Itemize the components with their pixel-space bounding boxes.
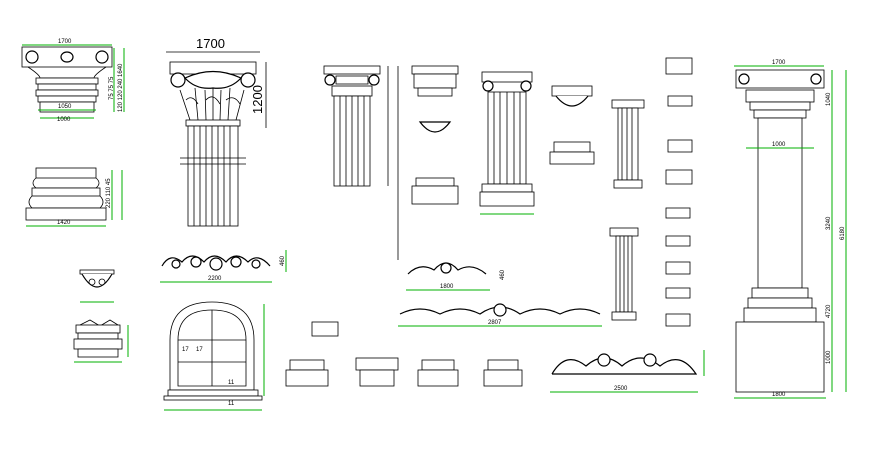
tall-top-label: 1700 bbox=[772, 60, 786, 66]
capital-and-base-set bbox=[411, 65, 459, 205]
tall-h1-label: 1040 bbox=[826, 92, 832, 106]
column-base-drawing: 1420 220 110 45 bbox=[25, 167, 123, 227]
window-pane1-label: 17 bbox=[182, 347, 189, 353]
cap1-inner1-label: 1050 bbox=[58, 104, 72, 110]
cap1-inner2-label: 1000 bbox=[57, 117, 71, 123]
tall-h2-label: 3240 bbox=[826, 216, 832, 230]
tall-h3-label: 4720 bbox=[826, 304, 832, 318]
ionic-column-drawing-2 bbox=[479, 71, 535, 215]
frieze-ornament-4: 2500 bbox=[550, 350, 705, 393]
corinthian-width-label: 1700 bbox=[196, 36, 225, 51]
ionic-column-drawing-1 bbox=[323, 65, 399, 260]
cap1-side-label: 75 75 75 bbox=[109, 76, 115, 100]
frieze-ornament-3: 2807 bbox=[398, 303, 602, 327]
frieze-ornament-2: 1800 460 bbox=[406, 262, 506, 291]
tall-plinth-label: 1800 bbox=[772, 392, 786, 398]
capital-profiles-column bbox=[665, 57, 693, 327]
window-num2-label: 11 bbox=[228, 401, 235, 407]
frieze2-width-label: 1800 bbox=[440, 284, 454, 290]
frieze-ornament-1: 2200 460 bbox=[160, 250, 287, 283]
base1-width-label: 1420 bbox=[57, 220, 71, 226]
frieze1-height-label: 460 bbox=[280, 255, 286, 266]
small-capital-drawing bbox=[73, 319, 129, 363]
window-pane2-label: 17 bbox=[196, 347, 203, 353]
cap1-width-label: 1700 bbox=[58, 39, 72, 45]
corinthian-height-label: 1200 bbox=[250, 85, 265, 114]
bracket-and-pedestal bbox=[549, 85, 595, 165]
slender-column-drawing-2 bbox=[609, 227, 639, 321]
frieze1-width-label: 2200 bbox=[208, 276, 222, 282]
tall-h4-label: 1000 bbox=[826, 350, 832, 364]
tall-column-elevation: 1700 1000 1420 1800 1040 3240 4720 1000 … bbox=[734, 60, 847, 399]
cap1-side2-label: 120 120 240 1640 bbox=[118, 63, 124, 112]
tall-total-label: 6180 bbox=[840, 226, 846, 240]
arched-window-drawing: 17 17 11 11 bbox=[163, 301, 265, 411]
corinthian-capital-drawing: 1700 1200 bbox=[166, 36, 267, 227]
tall-shaft-label: 1000 bbox=[772, 142, 786, 148]
small-base-drawings bbox=[285, 321, 523, 387]
window-num1-label: 11 bbox=[228, 380, 235, 386]
frieze3-width-label: 2807 bbox=[488, 320, 502, 326]
bracket-ornament bbox=[79, 269, 115, 303]
frieze4-width-label: 2500 bbox=[614, 386, 628, 392]
ionic-capital-drawing: 1700 1050 1000 75 75 75 120 120 240 1640 bbox=[21, 39, 125, 123]
frieze2-height-label: 460 bbox=[500, 269, 506, 280]
base1-side-label: 220 110 45 bbox=[106, 178, 112, 208]
slender-column-drawing-1 bbox=[611, 99, 645, 189]
